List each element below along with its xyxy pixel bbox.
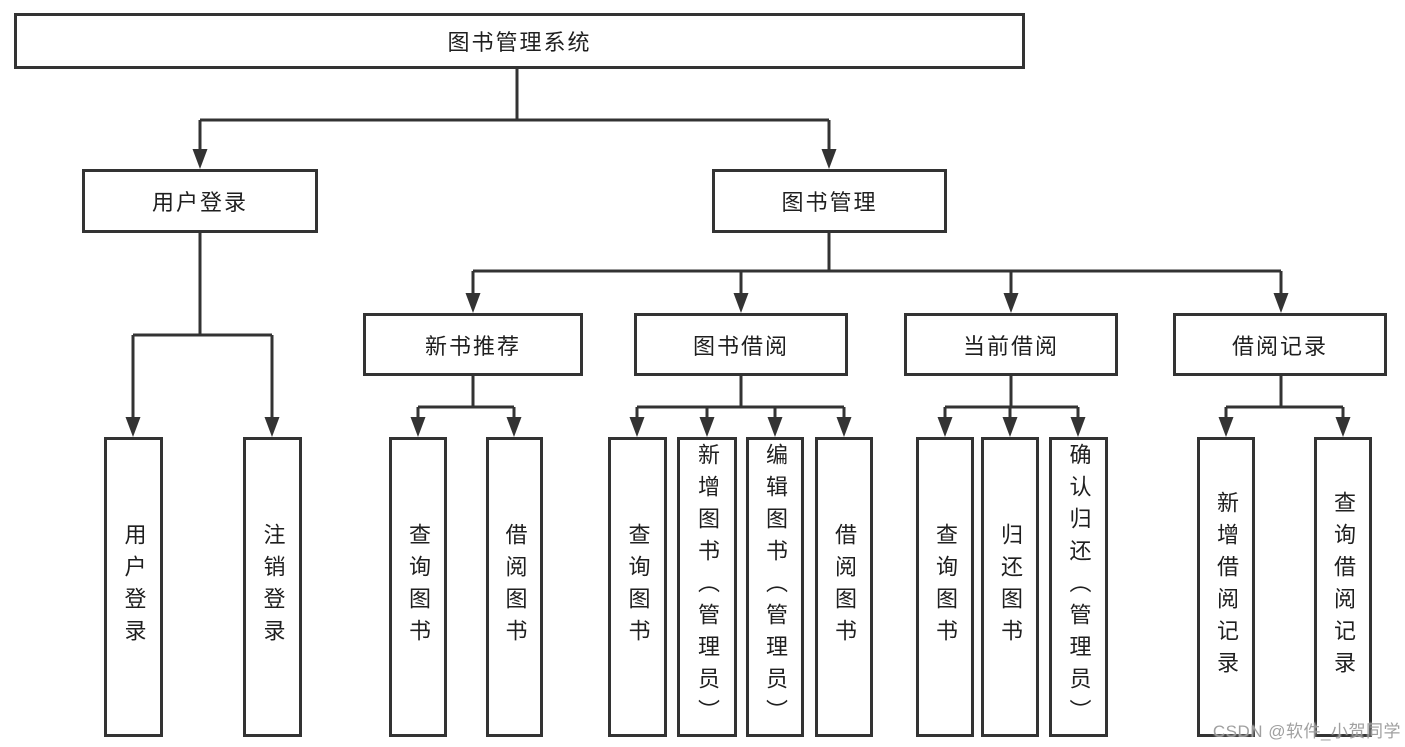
node-book-borrow-label: 图书借阅: [692, 333, 789, 359]
node-book-management: 图书管理: [712, 169, 947, 233]
leaf-logout-label: 注销登录: [260, 523, 286, 651]
node-user-login: 用户登录: [82, 169, 318, 233]
leaf-user-login-label: 用户登录: [121, 523, 147, 651]
node-current-borrow: 当前借阅: [904, 313, 1118, 376]
leaf-borrow-books-recommend-label: 借阅图书: [502, 523, 528, 651]
node-borrow-records-label: 借阅记录: [1231, 333, 1328, 359]
node-library-management-system: 图书管理系统: [14, 13, 1025, 69]
leaf-borrow-books-label: 借阅图书: [832, 523, 857, 651]
leaf-add-books-admin: 新增图书（管理员）: [677, 437, 737, 737]
leaf-query-books-borrow: 查询图书: [608, 437, 667, 737]
leaf-logout: 注销登录: [243, 437, 302, 737]
leaf-add-borrow-record: 新增借阅记录: [1197, 437, 1255, 737]
node-user-login-label: 用户登录: [151, 190, 248, 215]
node-current-borrow-label: 当前借阅: [962, 333, 1059, 359]
leaf-borrow-books-recommend: 借阅图书: [486, 437, 543, 737]
csdn-watermark: CSDN @软件_小贺同学: [1212, 722, 1401, 741]
node-book-management-label: 图书管理: [781, 190, 878, 215]
leaf-confirm-return-admin: 确认归还（管理员）: [1049, 437, 1108, 737]
leaf-query-books-current-label: 查询图书: [933, 523, 958, 651]
node-library-management-system-label: 图书管理系统: [447, 30, 592, 55]
leaf-query-books-recommend: 查询图书: [389, 437, 447, 737]
node-new-book-recommend: 新书推荐: [363, 313, 583, 376]
leaf-query-borrow-record-label: 查询借阅记录: [1331, 491, 1356, 683]
leaf-edit-books-admin-label: 编辑图书（管理员）: [763, 443, 788, 731]
leaf-query-books-borrow-label: 查询图书: [625, 523, 651, 651]
leaf-query-borrow-record: 查询借阅记录: [1314, 437, 1372, 737]
leaf-confirm-return-admin-label: 确认归还（管理员）: [1066, 443, 1092, 731]
leaf-return-books: 归还图书: [981, 437, 1039, 737]
leaf-query-books-current: 查询图书: [916, 437, 974, 737]
leaf-borrow-books: 借阅图书: [815, 437, 873, 737]
node-new-book-recommend-label: 新书推荐: [424, 333, 521, 359]
leaf-add-borrow-record-label: 新增借阅记录: [1214, 491, 1239, 683]
node-borrow-records: 借阅记录: [1173, 313, 1387, 376]
leaf-user-login: 用户登录: [104, 437, 163, 737]
node-book-borrow: 图书借阅: [634, 313, 848, 376]
leaf-query-books-recommend-label: 查询图书: [406, 523, 431, 651]
leaf-return-books-label: 归还图书: [998, 523, 1023, 651]
arrowheads: [125, 149, 1351, 437]
leaf-add-books-admin-label: 新增图书（管理员）: [695, 443, 720, 731]
leaf-edit-books-admin: 编辑图书（管理员）: [746, 437, 804, 737]
